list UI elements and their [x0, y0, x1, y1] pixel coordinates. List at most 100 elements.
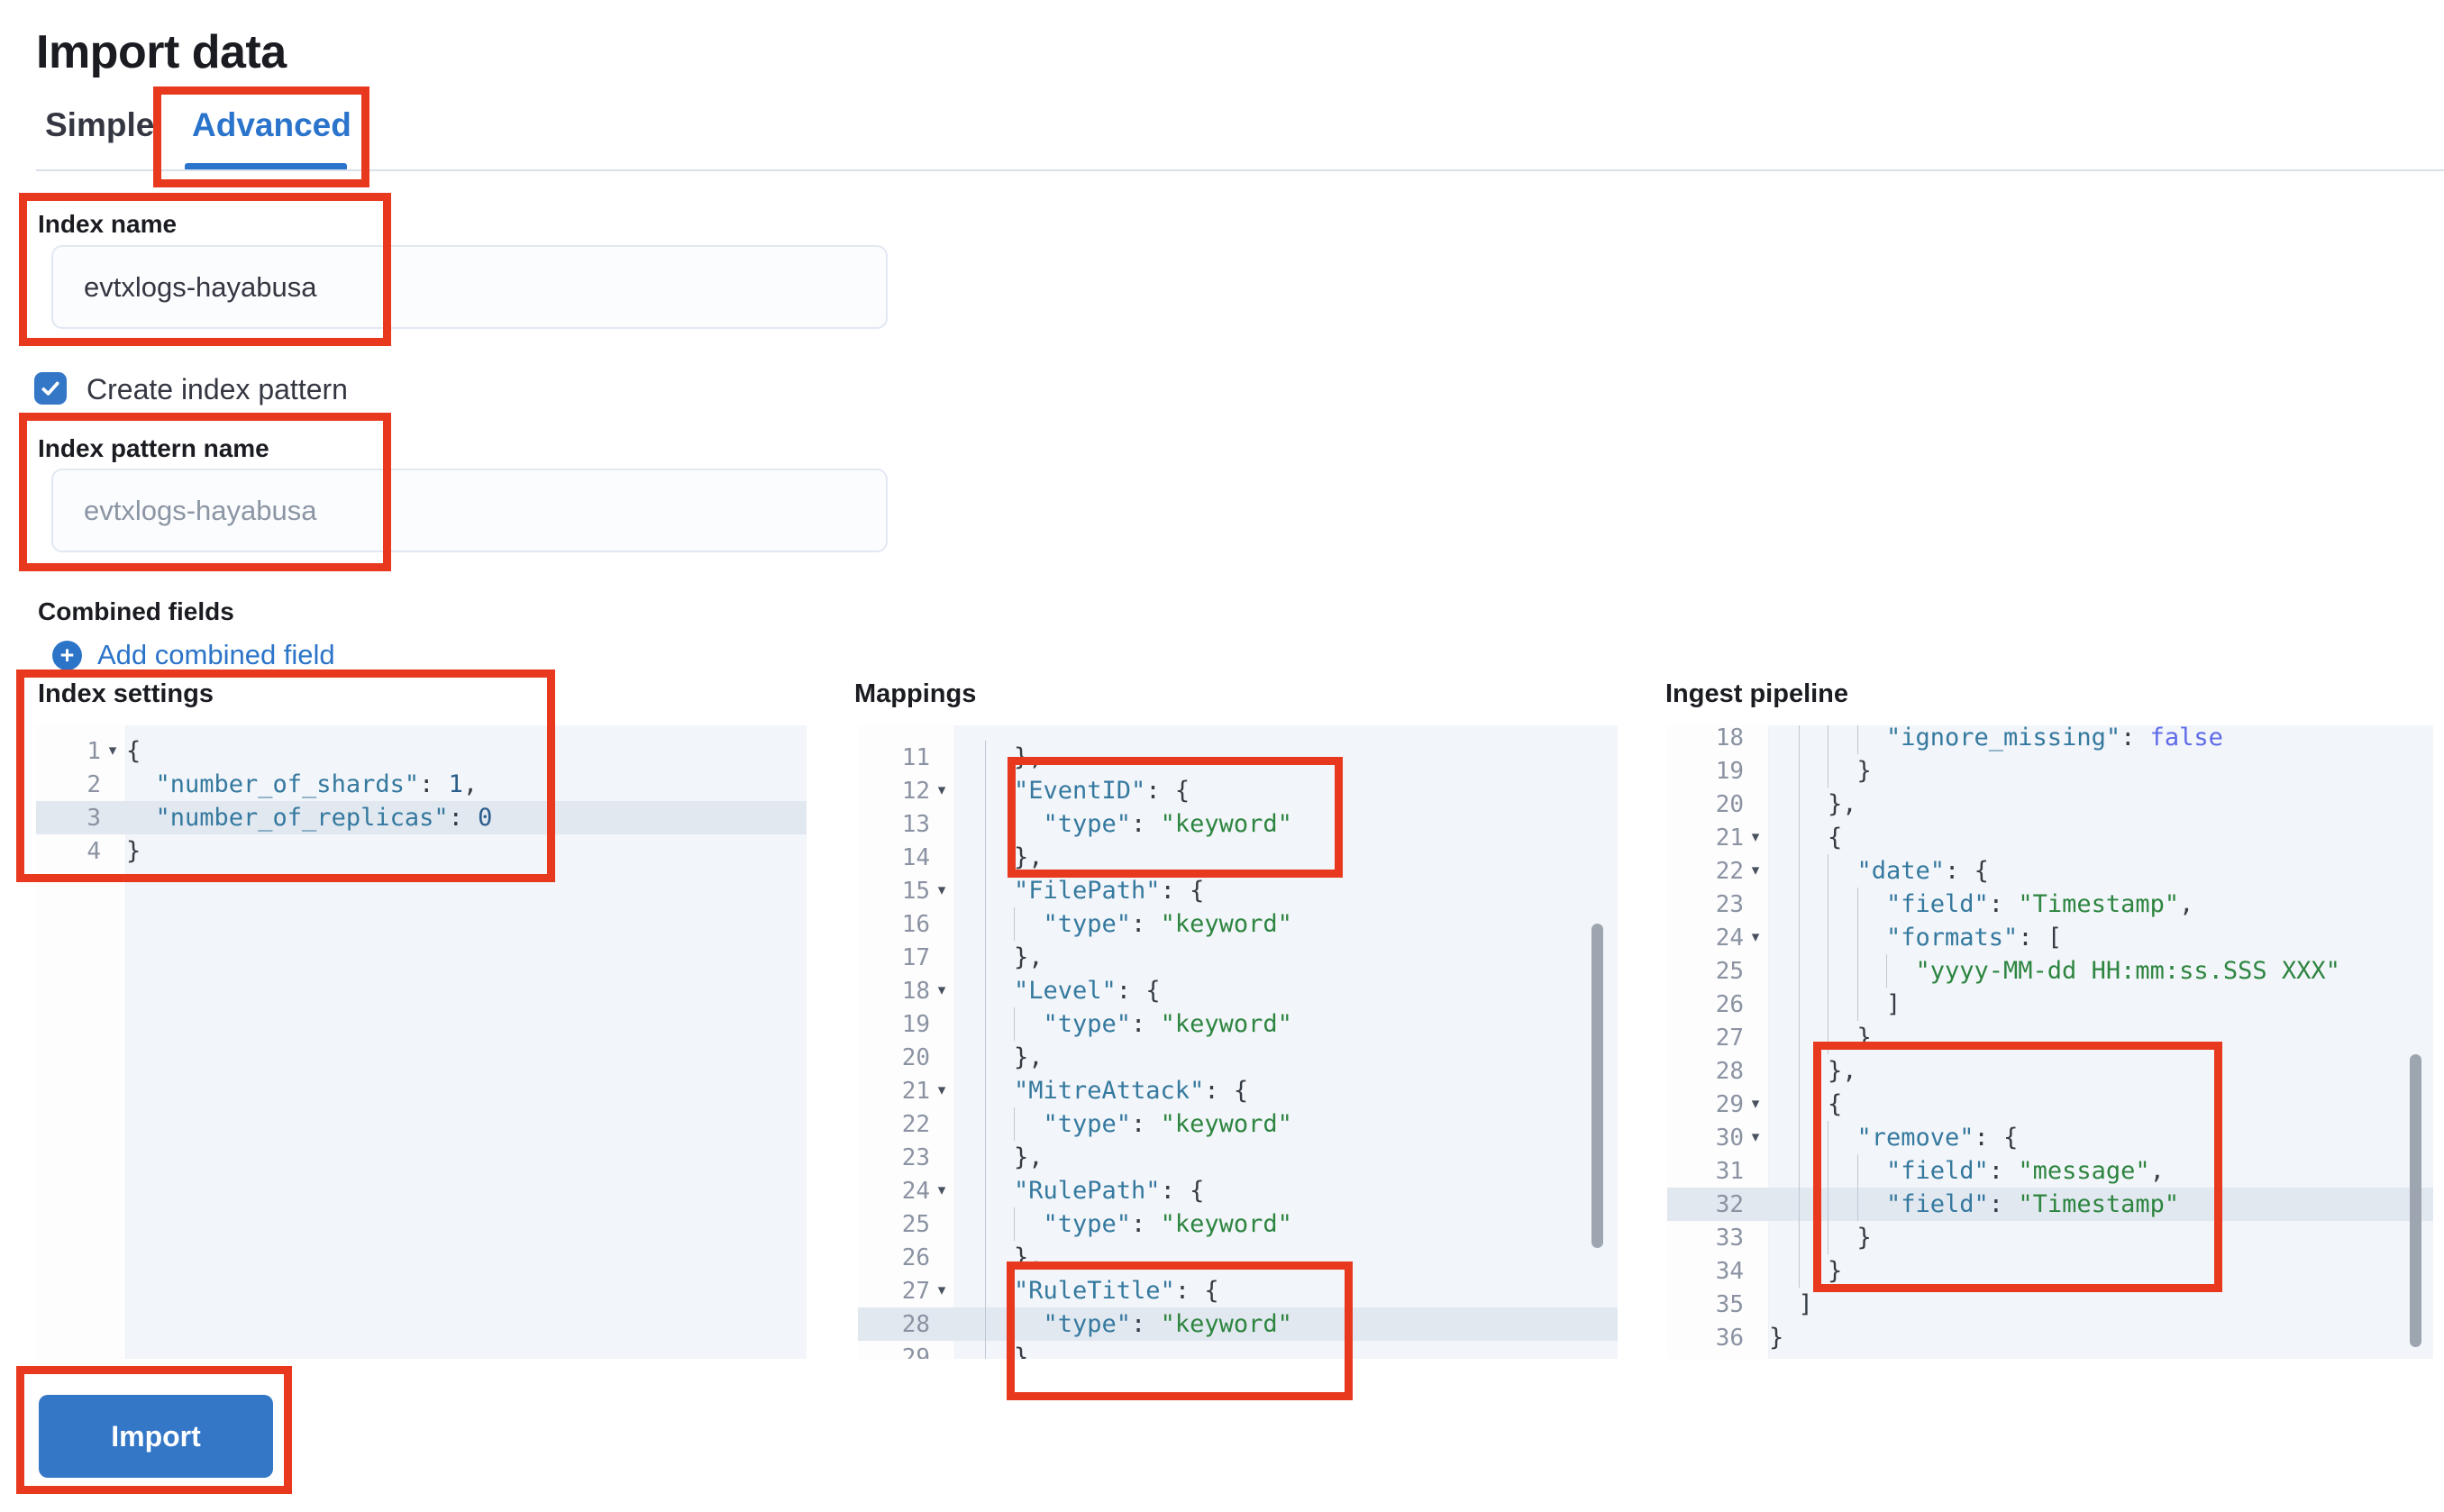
code-text: "number_of_replicas": 0 [155, 804, 493, 832]
line-number: 35 [1715, 1290, 1744, 1318]
fold-arrow-icon[interactable]: ▾ [1751, 1095, 1760, 1113]
code-line-26[interactable]: 26] [1667, 988, 2433, 1021]
mappings-editor[interactable]: 11},12▾"EventID": {13"type": "keyword"14… [858, 725, 1618, 1359]
code-line-28[interactable]: 28 "type": "keyword" [858, 1307, 1618, 1341]
code-line-15[interactable]: 15▾"FilePath": { [858, 874, 1618, 907]
code-text: }, [955, 1141, 1618, 1174]
code-line-1[interactable]: 1▾{ [36, 734, 807, 768]
tabs-divider [36, 169, 2444, 171]
code-line-14[interactable]: 14}, [858, 841, 1618, 874]
fold-arrow-icon[interactable]: ▾ [937, 981, 946, 999]
code-line-21[interactable]: 21▾"MitreAttack": { [858, 1074, 1618, 1107]
line-number: 21▾ [1667, 821, 1769, 854]
line-number: 18▾ [858, 974, 955, 1007]
code-line-22[interactable]: 22▾"date": { [1667, 854, 2433, 888]
line-number: 2 [87, 770, 101, 798]
import-button[interactable]: Import [39, 1395, 273, 1478]
code-line-30[interactable]: 30▾"remove": { [1667, 1121, 2433, 1154]
line-number: 16 [901, 910, 930, 938]
code-line-23[interactable]: 23"field": "Timestamp", [1667, 888, 2433, 921]
fold-arrow-icon[interactable]: ▾ [108, 742, 117, 760]
code-line-28[interactable]: 28}, [1667, 1054, 2433, 1088]
line-number: 3 [87, 804, 101, 832]
index-settings-editor[interactable]: 1▾{2"number_of_shards": 1, 3 "number_of_re… [36, 725, 807, 1359]
add-combined-field-link[interactable]: + Add combined field [52, 639, 335, 671]
fold-arrow-icon[interactable]: ▾ [1751, 1128, 1760, 1146]
code-text: "type": "keyword" [955, 1207, 1618, 1241]
code-line-13[interactable]: 13"type": "keyword" [858, 807, 1618, 841]
line-number: 32 [1715, 1190, 1744, 1218]
code-line-24[interactable]: 24▾"formats": [ [1667, 921, 2433, 954]
index-pattern-name-label: Index pattern name [38, 434, 269, 462]
fold-arrow-icon[interactable]: ▾ [937, 1181, 946, 1199]
code-line-29[interactable]: 29}, [858, 1341, 1618, 1359]
code-line-11[interactable]: 11}, [858, 741, 1618, 774]
line-number: 4 [87, 837, 101, 865]
line-number: 25 [1715, 957, 1744, 985]
code-text: }, [955, 841, 1618, 874]
code-line-33[interactable]: 33} [1667, 1221, 2433, 1254]
code-text: } [126, 837, 141, 865]
plus-in-circle-icon: + [52, 640, 82, 670]
code-line-36[interactable]: 36} [1667, 1321, 2433, 1354]
line-number: 23 [1715, 890, 1744, 918]
index-name-input[interactable]: evtxlogs-hayabusa [51, 245, 888, 329]
code-line-27[interactable]: 27▾"RuleTitle": { [858, 1274, 1618, 1307]
code-line-25[interactable]: 25"yyyy-MM-dd HH:mm:ss.SSS XXX" [1667, 954, 2433, 988]
fold-arrow-icon[interactable]: ▾ [937, 1281, 946, 1299]
code-line-29[interactable]: 29▾{ [1667, 1088, 2433, 1121]
code-line-2[interactable]: 2"number_of_shards": 1, [36, 768, 807, 801]
code-line-12[interactable]: 12▾"EventID": { [858, 774, 1618, 807]
code-line-19[interactable]: 19 "type": "keyword" [858, 1007, 1618, 1041]
code-line-19[interactable]: 19} [1667, 754, 2433, 788]
create-index-pattern-checkbox[interactable] [34, 372, 67, 405]
code-text: }, [955, 1341, 1618, 1359]
line-number: 25 [901, 1210, 930, 1238]
fold-arrow-icon[interactable]: ▾ [937, 781, 946, 799]
fold-arrow-icon[interactable]: ▾ [1751, 861, 1760, 879]
line-number: 19 [901, 1010, 930, 1038]
line-number: 24▾ [1667, 921, 1769, 954]
code-line-20[interactable]: 20}, [858, 1041, 1618, 1074]
code-line-34[interactable]: 34} [1667, 1254, 2433, 1288]
code-text: } [1769, 1254, 2433, 1288]
fold-arrow-icon[interactable]: ▾ [1751, 828, 1760, 846]
line-number: 29 [901, 1343, 930, 1360]
line-number: 18 [1715, 725, 1744, 751]
code-line-26[interactable]: 26}, [858, 1241, 1618, 1274]
index-pattern-name-input[interactable]: evtxlogs-hayabusa [51, 469, 888, 552]
ingest-pipeline-label: Ingest pipeline [1665, 679, 1849, 708]
code-line-21[interactable]: 21▾{ [1667, 821, 2433, 854]
code-line-20[interactable]: 20}, [1667, 788, 2433, 821]
fold-arrow-icon[interactable]: ▾ [1751, 928, 1760, 946]
fold-arrow-icon[interactable]: ▾ [937, 1081, 946, 1099]
code-line-18[interactable]: 18"ignore_missing": false [1667, 725, 2433, 754]
code-text: "field": "message", [1769, 1154, 2433, 1188]
code-text: "type": "keyword" [955, 1007, 1618, 1041]
code-line-3[interactable]: 3 "number_of_replicas": 0 [36, 801, 807, 834]
line-number: 28 [901, 1310, 930, 1338]
code-line-27[interactable]: 27} [1667, 1021, 2433, 1054]
code-line-32[interactable]: 32"field": "Timestamp" [1667, 1188, 2433, 1221]
tab-advanced[interactable]: Advanced [192, 106, 351, 143]
code-line-18[interactable]: 18▾"Level": { [858, 974, 1618, 1007]
code-line-4[interactable]: 4} [36, 834, 807, 868]
tab-simple[interactable]: Simple [45, 106, 155, 143]
code-line-25[interactable]: 25 "type": "keyword" [858, 1207, 1618, 1241]
fold-arrow-icon[interactable]: ▾ [937, 881, 946, 899]
code-line-24[interactable]: 24▾"RulePath": { [858, 1174, 1618, 1207]
ingest-pipeline-scrollbar[interactable] [2410, 1054, 2421, 1347]
code-line-17[interactable]: 17}, [858, 941, 1618, 974]
checkmark-icon [41, 381, 59, 396]
code-line-35[interactable]: 35] [1667, 1288, 2433, 1321]
code-line-31[interactable]: 31"field": "message", [1667, 1154, 2433, 1188]
line-number: 28 [1715, 1057, 1744, 1085]
line-number: 34 [1715, 1257, 1744, 1285]
code-line-23[interactable]: 23}, [858, 1141, 1618, 1174]
code-text: "type": "keyword" [955, 1307, 1618, 1341]
code-line-22[interactable]: 22"type": "keyword" [858, 1107, 1618, 1141]
mappings-scrollbar[interactable] [1591, 924, 1603, 1248]
code-text: }, [1769, 788, 2433, 821]
code-line-16[interactable]: 16"type": "keyword" [858, 907, 1618, 941]
